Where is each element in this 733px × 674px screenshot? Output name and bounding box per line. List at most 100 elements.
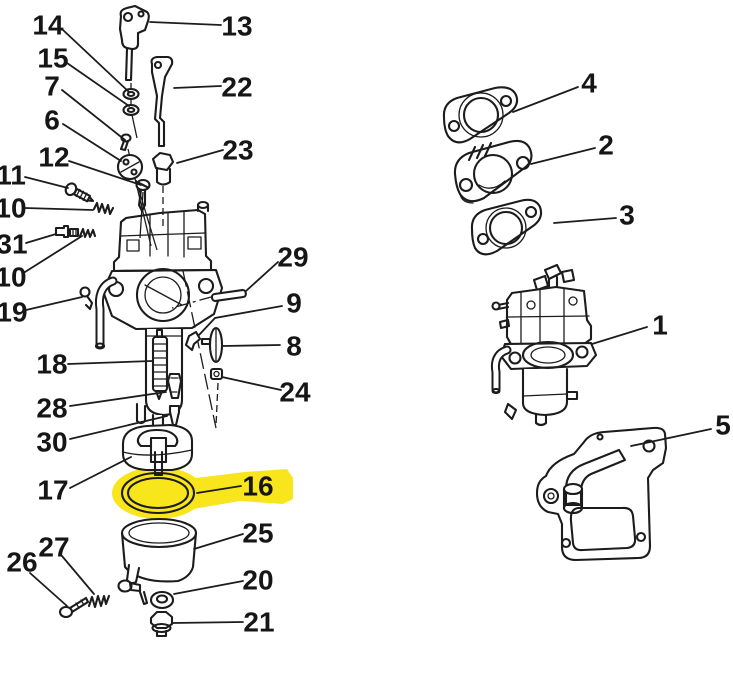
callout-16-highlighted[interactable]: 16	[196, 471, 274, 502]
part-number-20[interactable]: 20	[242, 565, 273, 596]
callout-21[interactable]: 21	[172, 607, 275, 638]
part-3-gasket	[470, 198, 543, 256]
callout-9[interactable]: 9	[198, 288, 302, 336]
leader-line-30	[69, 415, 168, 440]
callout-11[interactable]: 11	[0, 160, 69, 191]
part-5-mounting-bracket	[535, 426, 668, 562]
part-number-22[interactable]: 22	[221, 72, 252, 103]
leader-line-8	[222, 344, 281, 347]
callout-28[interactable]: 28	[36, 391, 167, 424]
callout-14[interactable]: 14	[32, 10, 130, 93]
part-number-10[interactable]: 10	[0, 193, 27, 224]
leader-line-5	[630, 428, 712, 447]
part-number-1[interactable]: 1	[652, 310, 668, 341]
leader-line-3	[553, 217, 617, 224]
part-number-26[interactable]: 26	[6, 547, 37, 578]
part-number-19[interactable]: 19	[0, 297, 28, 328]
part-number-28[interactable]: 28	[36, 393, 67, 424]
leader-line-15	[66, 62, 130, 107]
callout-31[interactable]: 31	[0, 229, 57, 260]
part-number-15[interactable]: 15	[37, 43, 68, 74]
part-19-screw	[79, 286, 94, 311]
callout-30[interactable]: 30	[36, 415, 168, 458]
part-number-24[interactable]: 24	[279, 377, 311, 408]
part-number-5[interactable]: 5	[715, 410, 731, 441]
leader-line-19	[25, 296, 83, 311]
part-number-16[interactable]: 16	[242, 471, 273, 502]
callout-1[interactable]: 1	[591, 310, 668, 345]
part-number-27[interactable]: 27	[38, 532, 69, 563]
part-number-30[interactable]: 30	[36, 427, 67, 458]
part-8-float-valve	[200, 326, 224, 364]
callout-3[interactable]: 3	[553, 200, 635, 231]
part-number-14[interactable]: 14	[32, 10, 64, 41]
part-number-2[interactable]: 2	[598, 130, 614, 161]
part-number-6[interactable]: 6	[44, 105, 60, 136]
leader-line-11	[24, 176, 69, 189]
callout-25[interactable]: 25	[193, 518, 274, 550]
part-number-7[interactable]: 7	[44, 71, 60, 102]
callout-23[interactable]: 23	[176, 135, 254, 166]
drain-screw	[117, 579, 149, 606]
leader-line-21	[172, 621, 244, 624]
leader-line-22	[173, 85, 222, 89]
callout-26[interactable]: 26	[6, 547, 68, 607]
part-number-17[interactable]: 17	[37, 475, 68, 506]
part-20-washer	[149, 590, 175, 610]
callout-10[interactable]: 10	[0, 193, 94, 224]
callout-20[interactable]: 20	[173, 565, 274, 596]
callout-29[interactable]: 29	[245, 242, 309, 292]
callout-18[interactable]: 18	[36, 349, 153, 380]
part-number-31[interactable]: 31	[0, 229, 28, 260]
part-18-main-nozzle	[151, 328, 169, 401]
callout-4[interactable]: 4	[512, 68, 597, 113]
part-number-13[interactable]: 13	[221, 11, 252, 42]
callout-24[interactable]: 24	[221, 376, 311, 408]
part-number-4[interactable]: 4	[581, 68, 597, 99]
leader-line-13	[149, 21, 222, 26]
part-10-spring-lower	[78, 227, 97, 239]
leader-line-27	[61, 555, 95, 595]
part-number-25[interactable]: 25	[242, 518, 273, 549]
part-number-21[interactable]: 21	[243, 607, 274, 638]
leader-line-10	[24, 207, 94, 211]
leader-line-2	[530, 147, 596, 165]
callout-2[interactable]: 2	[530, 130, 614, 165]
part-17-float	[121, 423, 194, 477]
part-number-18[interactable]: 18	[36, 349, 67, 380]
part-number-10[interactable]: 10	[0, 262, 27, 293]
callout-15[interactable]: 15	[37, 43, 130, 107]
part-30-pilot-jet	[168, 404, 181, 427]
callout-8[interactable]: 8	[222, 331, 302, 362]
callout-5[interactable]: 5	[630, 410, 731, 447]
callout-7[interactable]: 7	[44, 71, 126, 141]
part-number-29[interactable]: 29	[277, 242, 308, 273]
part-1-carburetor-assembly	[490, 263, 598, 427]
leader-line-6	[62, 123, 122, 162]
part-number-8[interactable]: 8	[286, 331, 302, 362]
callout-19[interactable]: 19	[0, 296, 83, 328]
part-number-11[interactable]: 11	[0, 160, 26, 191]
leader-line-17	[69, 456, 132, 489]
callout-12[interactable]: 12	[38, 142, 142, 186]
centerline-3	[131, 114, 138, 139]
callout-17[interactable]: 17	[37, 456, 132, 506]
part-21-bowl-bolt	[149, 610, 174, 638]
callout-22[interactable]: 22	[173, 72, 253, 103]
leader-line-14	[62, 29, 130, 93]
part-number-12[interactable]: 12	[38, 142, 69, 173]
leader-line-1	[591, 326, 648, 345]
part-number-9[interactable]: 9	[286, 288, 302, 319]
callout-27[interactable]: 27	[38, 532, 95, 595]
part-number-23[interactable]: 23	[222, 135, 253, 166]
callout-13[interactable]: 13	[149, 11, 253, 42]
part-number-3[interactable]: 3	[619, 200, 635, 231]
leader-line-23	[176, 149, 224, 164]
callout-10[interactable]: 10	[0, 235, 83, 293]
part-23-plunger	[151, 151, 175, 186]
callout-6[interactable]: 6	[44, 105, 122, 162]
part-2-insulator-spacer	[453, 139, 533, 204]
part-13-choke-lever-bracket	[118, 4, 150, 82]
